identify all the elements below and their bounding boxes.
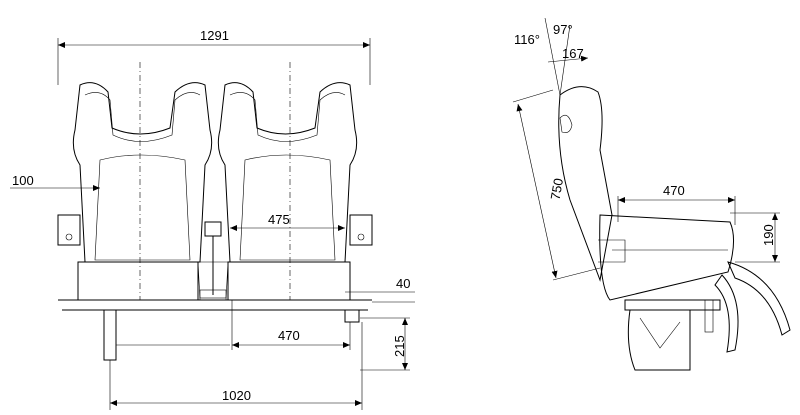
seat-cushions (58, 261, 372, 311)
armrest-offset-label: 100 (12, 173, 34, 188)
seat-depth-label: 470 (663, 183, 685, 198)
dimension-headrest-offset: 167 (547, 46, 589, 63)
front-view: 1291 (10, 28, 415, 410)
center-mechanism (197, 221, 229, 301)
side-footrest (714, 261, 791, 353)
overall-width-label: 1291 (200, 28, 229, 43)
base-width-label: 1020 (222, 388, 251, 403)
seat-width-label: 470 (278, 328, 300, 343)
dimension-seat-width: 470 (231, 300, 351, 350)
dimension-backrest-height: 750 (512, 89, 601, 281)
left-seat-back (72, 62, 213, 300)
side-view: 116° 97° 167 750 (512, 17, 791, 371)
recline-min-label: 97° (553, 22, 573, 37)
seat-height-label: 215 (392, 335, 407, 357)
cushion-thickness-label: 190 (761, 224, 776, 246)
dimension-armrest-offset: 100 (10, 173, 100, 191)
dimension-cushion-thickness: 190 (730, 212, 780, 263)
side-seat-cushion (598, 214, 734, 301)
edge-offset-label: 40 (396, 276, 410, 291)
seat-base (103, 309, 360, 361)
dimension-edge-offset: 40 (345, 276, 415, 303)
recline-angles: 116° 97° (514, 17, 573, 96)
dimension-base-width: 1020 (109, 322, 363, 410)
recline-max-label: 116° (514, 32, 540, 47)
dimension-seat-spacing: 475 (230, 212, 345, 231)
left-armrest (57, 214, 81, 246)
right-seat-back (217, 62, 358, 300)
side-backrest (558, 86, 613, 282)
right-armrest (349, 214, 373, 246)
headrest-offset-label: 167 (562, 46, 584, 61)
seat-spacing-label: 475 (268, 212, 290, 227)
side-base (624, 299, 721, 371)
dimension-seat-height: 215 (360, 317, 410, 371)
backrest-height-label: 750 (548, 177, 567, 201)
dimension-overall-width: 1291 (57, 28, 371, 85)
dimension-seat-depth: 470 (617, 183, 736, 225)
